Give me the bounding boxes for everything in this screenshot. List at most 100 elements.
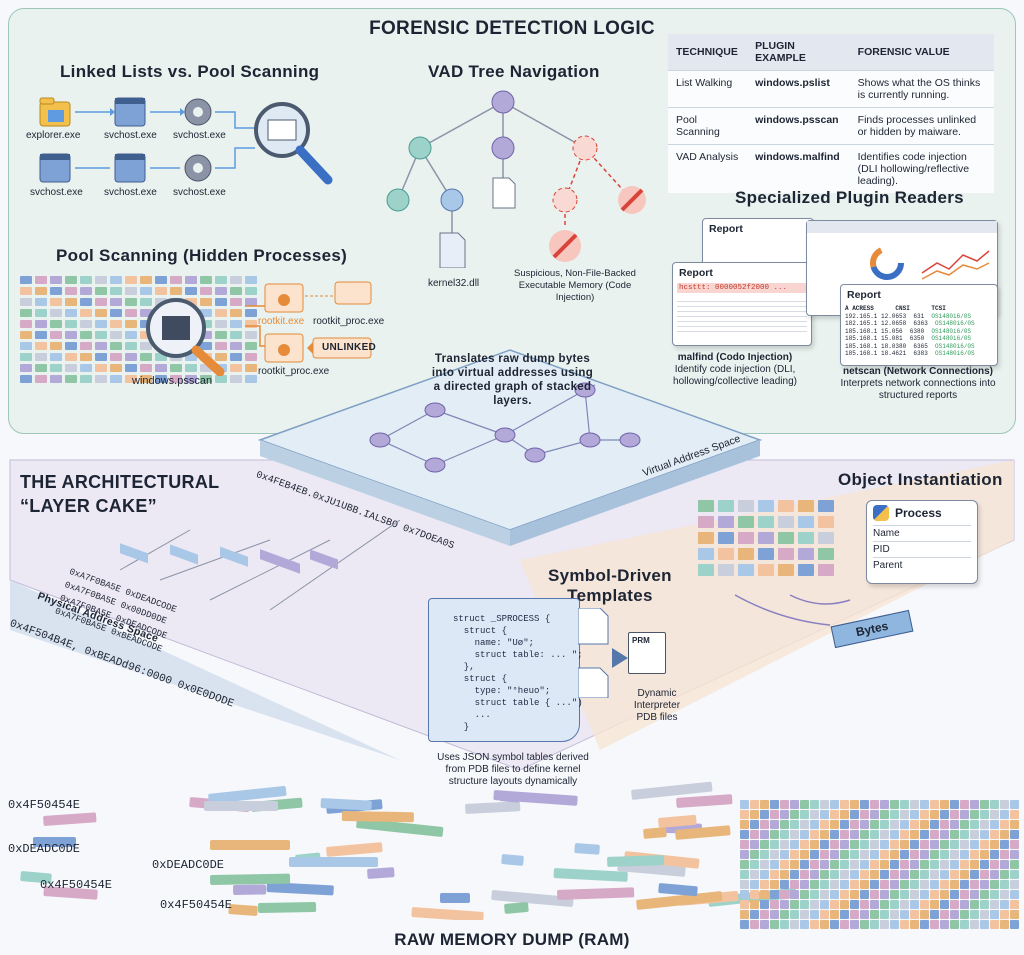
memory-cell [870, 900, 879, 909]
process-object-card: Process Name PID Parent [866, 500, 978, 584]
memory-fragment [676, 794, 733, 808]
memory-cell [780, 890, 789, 899]
memory-cell [970, 920, 979, 929]
memory-cell [960, 800, 969, 809]
memory-cell [850, 890, 859, 899]
memory-cell [758, 500, 774, 512]
memory-cell [890, 800, 899, 809]
memory-cell [960, 870, 969, 879]
memory-cell [95, 298, 107, 306]
memory-cell [718, 548, 734, 560]
translate-caption: Translates raw dump bytes into virtual a… [431, 353, 594, 407]
memory-cell [850, 860, 859, 869]
memory-cell [740, 820, 749, 829]
memory-cell [698, 500, 714, 512]
memory-cell [890, 870, 899, 879]
memory-cell [50, 320, 62, 328]
memory-cell [800, 800, 809, 809]
memory-cell [80, 309, 92, 317]
memory-cell [1000, 910, 1009, 919]
memory-cell [810, 870, 819, 879]
memory-cell [1000, 900, 1009, 909]
memory-cell [920, 900, 929, 909]
memory-cell [960, 810, 969, 819]
vad-tree-diagram [386, 90, 646, 268]
memory-cell [960, 840, 969, 849]
memory-cell [820, 910, 829, 919]
memory-cell [1010, 850, 1019, 859]
memory-cell [980, 860, 989, 869]
memory-cell [870, 830, 879, 839]
memory-cell [780, 900, 789, 909]
memory-cell [185, 276, 197, 284]
memory-cell [215, 375, 227, 383]
memory-cell [758, 564, 774, 576]
memory-cell [870, 880, 879, 889]
memory-cell [780, 850, 789, 859]
memory-cell [860, 830, 869, 839]
memory-cell [95, 375, 107, 383]
memory-cell [698, 564, 714, 576]
memory-cell [940, 860, 949, 869]
memory-cell [758, 532, 774, 544]
memory-cell [820, 830, 829, 839]
memory-cell [820, 800, 829, 809]
memory-cell [790, 830, 799, 839]
memory-cell [155, 375, 167, 383]
process-header: Process [867, 501, 977, 525]
table-cell: Identifies code injection (DLI hollowing… [849, 144, 994, 193]
memory-cell [1010, 910, 1019, 919]
memory-cell [920, 860, 929, 869]
memory-fragment [20, 871, 52, 884]
memory-cell [245, 353, 257, 361]
memory-cell [780, 880, 789, 889]
memory-cell [910, 810, 919, 819]
memory-cell [170, 287, 182, 295]
magnifier-icon [146, 298, 225, 376]
memory-fragment [553, 868, 628, 882]
memory-fragment [465, 801, 521, 814]
bytes-arrows [734, 594, 851, 626]
vad-title: VAD Tree Navigation [428, 62, 600, 81]
memory-cell [245, 342, 257, 350]
code-scroll: struct _SPROCESS { struct { name: "Uø"; … [428, 598, 583, 742]
memory-cell [80, 298, 92, 306]
netscan-row: 185.168.1 15.081 6350 OS1480i6/0S [845, 335, 972, 342]
memory-cell [950, 920, 959, 929]
memory-cell [800, 820, 809, 829]
memory-cell [80, 331, 92, 339]
memory-cell [980, 810, 989, 819]
memory-cell [940, 840, 949, 849]
memory-cell [910, 820, 919, 829]
pdb-label: PRM [632, 636, 650, 645]
memory-cell [110, 309, 122, 317]
memory-cell [860, 880, 869, 889]
plugins-title: Specialized Plugin Readers [735, 188, 964, 207]
netscan-row: 182.165.1 12.0658 6363 OS1480i6/0S [845, 320, 975, 327]
memory-cell [65, 309, 77, 317]
memory-cell [910, 910, 919, 919]
memory-cell [900, 910, 909, 919]
process-field: PID [873, 541, 971, 557]
memory-cell [820, 900, 829, 909]
memory-cell [155, 287, 167, 295]
memory-cell [840, 800, 849, 809]
memory-cell [1000, 810, 1009, 819]
memory-cell [780, 840, 789, 849]
memory-cell [110, 298, 122, 306]
report-title: Report [709, 223, 743, 235]
process-fields: Name PID Parent [867, 525, 977, 573]
memory-cell [170, 375, 182, 383]
code-line: ... [453, 710, 491, 720]
memory-cell [20, 331, 32, 339]
memory-cell [980, 920, 989, 929]
memory-cell [738, 564, 754, 576]
memory-fragment [491, 890, 574, 907]
memory-cell [910, 870, 919, 879]
memory-cell [800, 870, 809, 879]
memory-cell [760, 820, 769, 829]
gear-icon [184, 154, 212, 182]
memory-cell [790, 820, 799, 829]
memory-cell [930, 840, 939, 849]
memory-cell [820, 820, 829, 829]
